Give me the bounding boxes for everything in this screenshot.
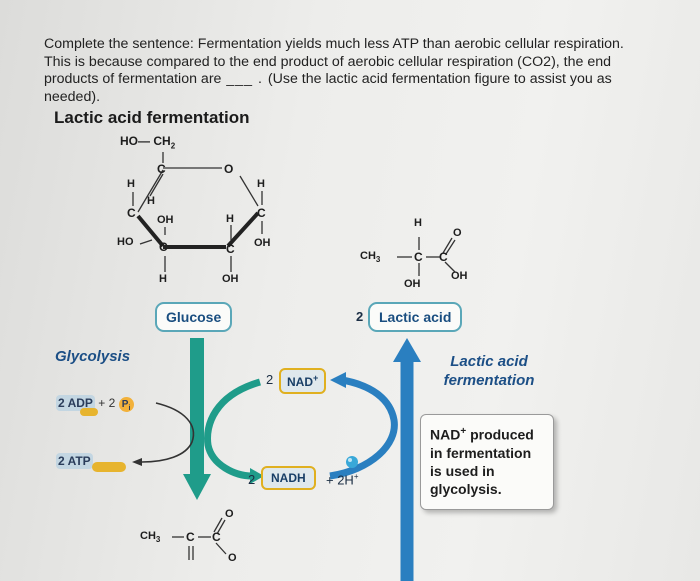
glucose-oh-2: OH	[222, 273, 239, 285]
question-part-2: (Use the lactic acid fermentation figure…	[44, 71, 612, 105]
lactate-o: O	[453, 227, 462, 239]
callout-line-3: is used in	[430, 462, 495, 479]
atp-arrow	[132, 402, 195, 466]
glucose-c2: C	[226, 242, 235, 256]
lactate-h: H	[414, 217, 422, 229]
adp-phosphate-icon	[80, 408, 98, 416]
glucose-h-3: H	[159, 273, 167, 285]
lactic-acid-coef: 2	[356, 309, 364, 324]
atp-label: 2 ATP	[56, 453, 93, 469]
question-part-1: Complete the sentence: Fermentation yiel…	[44, 36, 624, 87]
fermentation-label: Lactic acid fermentation	[443, 353, 535, 389]
glucose-h-2: H	[147, 195, 155, 207]
nad-plus-label: NAD+	[279, 368, 327, 394]
glycolysis-arrow	[183, 338, 264, 500]
pyruvate-o: O	[225, 508, 234, 520]
lactate-oh-1: OH	[451, 270, 468, 282]
glucose-ho: HO	[117, 236, 134, 248]
h-plus-sphere-icon	[346, 456, 358, 468]
glycolysis-label: Glycolysis	[55, 348, 131, 365]
glucose-c3: C	[159, 240, 168, 254]
callout-line-2: in fermentation	[430, 444, 532, 461]
glucose-c4: C	[127, 206, 136, 220]
lactate-ch3: CH3	[360, 250, 381, 265]
pyruvate-c2: C	[186, 530, 195, 544]
pyruvate-bonds	[172, 517, 227, 560]
nadh-coef: 2	[248, 472, 256, 487]
lactate-c1: C	[439, 250, 448, 264]
glucose-ring	[132, 152, 263, 272]
nad-callout: NAD+ produced in fermentation is used in…	[420, 414, 554, 510]
glucose-h-4: H	[226, 213, 234, 225]
pyruvate-o-minus: O	[228, 552, 237, 564]
h-plus-label: + 2H+	[326, 472, 359, 488]
nadh-label: NADH	[261, 466, 316, 490]
glucose-h-5: H	[257, 178, 265, 190]
glucose-oh-1: OH	[157, 214, 174, 226]
fermentation-arrow	[329, 338, 421, 581]
pi-icon: Pi	[118, 397, 134, 412]
atp-phosphate-icon	[92, 462, 126, 472]
lactate-oh-2: OH	[404, 278, 421, 290]
callout-line-4: glycolysis.	[430, 480, 502, 497]
glucose-ho-ch2: HO— CH2	[120, 134, 176, 151]
callout-line-1: NAD+ produced	[430, 426, 534, 443]
answer-blank: ___ .	[221, 71, 268, 87]
glucose-oh-3: OH	[254, 237, 271, 249]
lactic-acid-label: Lactic acid	[368, 302, 463, 332]
figure-title: Lactic acid fermentation	[54, 108, 250, 127]
glucose-c6: C	[157, 162, 166, 176]
lactate-bonds	[397, 237, 456, 276]
glucose-h-1: H	[127, 178, 135, 190]
question-text: Complete the sentence: Fermentation yiel…	[44, 36, 644, 106]
glucose-c1: C	[257, 206, 266, 220]
lactate-c2: C	[414, 250, 423, 264]
glucose-ring-oxygen: O	[224, 162, 234, 176]
pyruvate-c1: C	[212, 530, 221, 544]
pyruvate-ch3: CH3	[140, 530, 161, 545]
nad-plus-coef: 2	[266, 372, 274, 387]
glucose-label: Glucose	[155, 302, 233, 332]
adp-label: 2 ADP + 2 Pi	[56, 395, 134, 412]
